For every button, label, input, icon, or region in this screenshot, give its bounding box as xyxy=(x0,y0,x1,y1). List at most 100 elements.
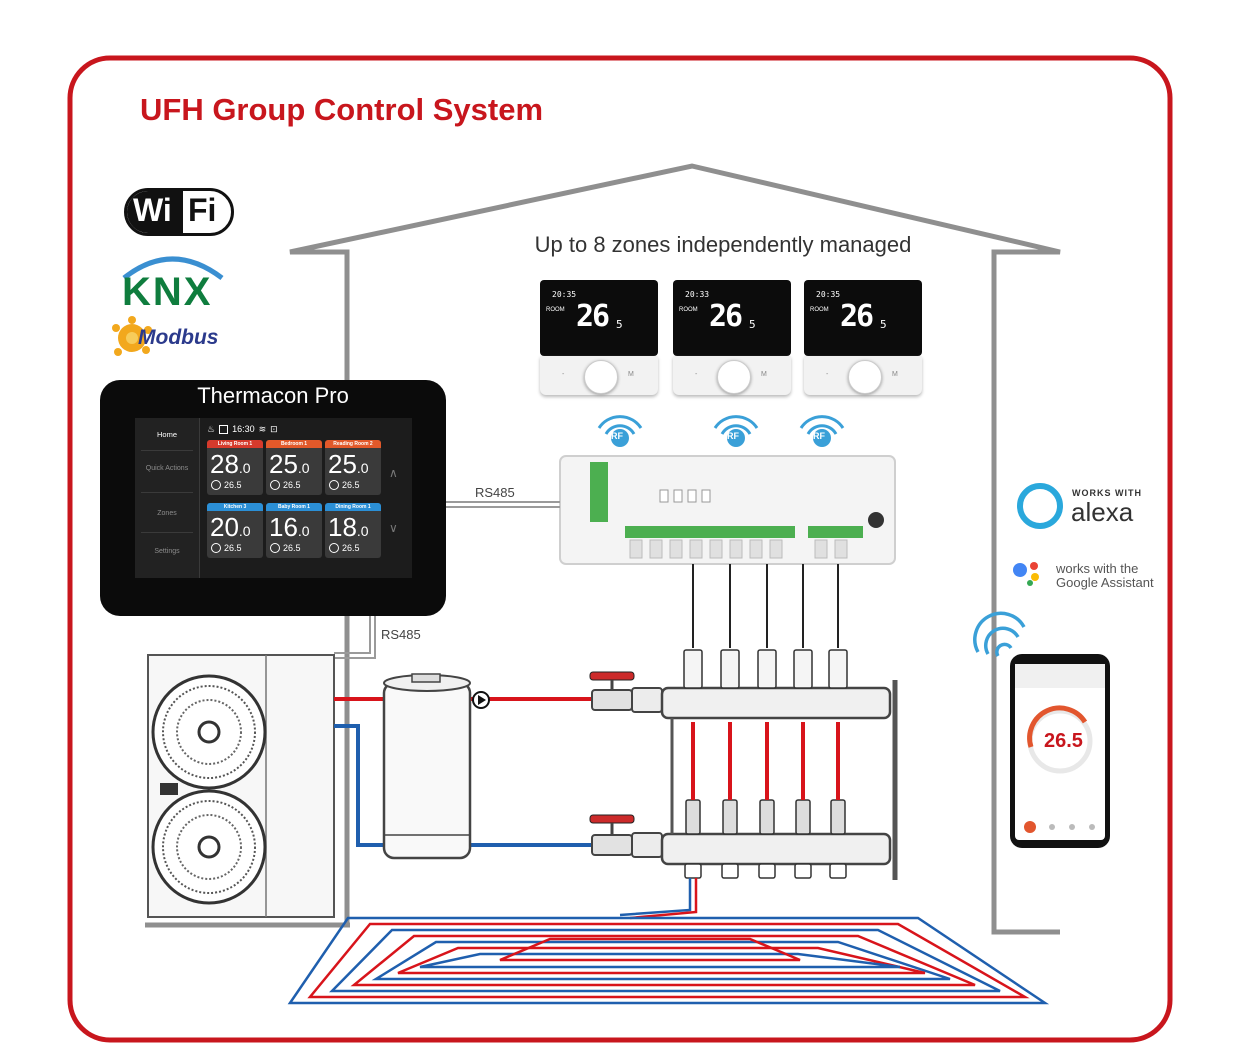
modbus-star-icon xyxy=(112,316,152,356)
thermostat-temperature-decimal: 5 xyxy=(880,318,887,331)
wifi-logo: Wi Fi xyxy=(124,188,234,236)
phone-wifi-icon xyxy=(973,611,1026,657)
setpoint-icon xyxy=(329,480,339,490)
zone-tile-temperature: 18.0 xyxy=(328,513,369,545)
zone-tile-name: Living Room 1 xyxy=(207,440,263,448)
zone-tile-temperature: 16.0 xyxy=(269,513,310,545)
circulation-pump xyxy=(472,691,490,709)
thermostat-dial[interactable] xyxy=(717,360,751,394)
thermostat-screen xyxy=(804,280,922,356)
chevron-down-icon[interactable]: ∨ xyxy=(389,521,398,535)
zone-tile-name: Dining Room 1 xyxy=(325,503,381,511)
zone-tile-setpoint: 26.5 xyxy=(211,480,242,490)
zone-temp-int: 25 xyxy=(328,449,357,479)
zone-setpoint-value: 26.5 xyxy=(224,480,242,490)
knx-logo: KNX xyxy=(122,270,213,314)
google-assistant-logo xyxy=(1013,562,1039,586)
zone-tile-name: Reading Room 2 xyxy=(325,440,381,448)
panel-status-bar: ♨ 16:30 ≋ ⊡ xyxy=(207,423,278,435)
thermostat-room-label: ROOM xyxy=(810,307,829,313)
underfloor-heating-coil xyxy=(287,916,1050,1005)
lock-icon: ⊡ xyxy=(270,423,278,434)
manifold xyxy=(660,649,898,880)
zone-temp-int: 28 xyxy=(210,449,239,479)
rs485-lines xyxy=(334,501,560,659)
zone-tile-setpoint: 26.5 xyxy=(270,543,301,553)
thermostat-time: 20:33 xyxy=(685,290,710,299)
thermostat-dial[interactable] xyxy=(584,360,618,394)
thermostat-temperature: 26 xyxy=(576,299,610,334)
zone-temp-int: 25 xyxy=(269,449,298,479)
thermostat-mode-button[interactable]: M xyxy=(628,371,634,378)
zone-temp-dec: .0 xyxy=(297,460,310,476)
rf-label: RF xyxy=(611,431,623,441)
thermostat-minus-button[interactable]: - xyxy=(826,371,829,378)
panel-menu: Home Quick Actions Zones Settings xyxy=(135,418,200,578)
menu-item-quick-actions[interactable]: Quick Actions xyxy=(145,465,189,472)
wifi-logo-right: Fi xyxy=(188,192,217,228)
rf-label: RF xyxy=(727,431,739,441)
knx-arc-icon xyxy=(122,256,224,280)
setpoint-icon xyxy=(270,480,280,490)
zone-temp-int: 20 xyxy=(210,512,239,542)
thermostat-mode-button[interactable]: M xyxy=(892,371,898,378)
google-line-2: Google Assistant xyxy=(1056,575,1154,590)
zone-temp-dec: .0 xyxy=(356,460,369,476)
menu-item-zones[interactable]: Zones xyxy=(157,510,177,517)
rs485-label-bottom: RS485 xyxy=(381,627,421,642)
thermostat-temperature: 26 xyxy=(709,299,743,334)
menu-item-home[interactable]: Home xyxy=(156,430,177,439)
thermostat-room-label: ROOM xyxy=(546,307,565,313)
zone-tile-setpoint: 26.5 xyxy=(270,480,301,490)
calendar-icon xyxy=(219,424,229,434)
thermostat-screen xyxy=(673,280,791,356)
thermostat-temperature-decimal: 5 xyxy=(616,318,623,331)
menu-item-settings[interactable]: Settings xyxy=(154,548,180,555)
panel-time: 16:30 xyxy=(232,424,255,434)
actuator-cables xyxy=(692,564,839,648)
zone-tile-temperature: 25.0 xyxy=(328,450,369,482)
zone-temp-dec: .0 xyxy=(238,523,251,539)
rf-signals xyxy=(597,415,845,447)
smartphone xyxy=(1010,654,1110,848)
zone-setpoint-value: 26.5 xyxy=(342,480,360,490)
setpoint-icon xyxy=(211,543,221,553)
wiring-center xyxy=(559,455,896,565)
zone-setpoint-value: 26.5 xyxy=(283,543,301,553)
ball-valve-top xyxy=(589,671,663,713)
phone-temperature: 26.5 xyxy=(1044,730,1083,752)
ball-valve-bottom xyxy=(589,814,663,858)
buffer-tank xyxy=(382,673,472,860)
google-assistant-text: works with the Google Assistant xyxy=(1056,562,1154,590)
zone-temp-dec: .0 xyxy=(297,523,310,539)
thermostat-mode-button[interactable]: M xyxy=(761,371,767,378)
wifi-status-icon: ≋ xyxy=(258,423,267,434)
zone-temp-int: 16 xyxy=(269,512,298,542)
setpoint-icon xyxy=(329,543,339,553)
thermostat-minus-button[interactable]: - xyxy=(562,371,565,378)
page-title: UFH Group Control System xyxy=(140,92,544,127)
alexa-logo xyxy=(1017,483,1063,529)
zone-tile-name: Kitchen 3 xyxy=(207,503,263,511)
thermostat-time: 20:35 xyxy=(816,290,841,299)
zone-tile-name: Bedroom 1 xyxy=(266,440,322,448)
chevron-up-icon[interactable]: ∧ xyxy=(389,466,398,480)
thermostat-minus-button[interactable]: - xyxy=(695,371,698,378)
modbus-logo: Modbus xyxy=(138,326,219,349)
fan-bottom xyxy=(151,789,267,905)
fan-top xyxy=(151,674,267,790)
thermostat-dial[interactable] xyxy=(848,360,882,394)
floor-loop-feeds xyxy=(619,878,698,920)
zone-setpoint-value: 26.5 xyxy=(224,543,242,553)
zone-setpoint-value: 26.5 xyxy=(342,543,360,553)
